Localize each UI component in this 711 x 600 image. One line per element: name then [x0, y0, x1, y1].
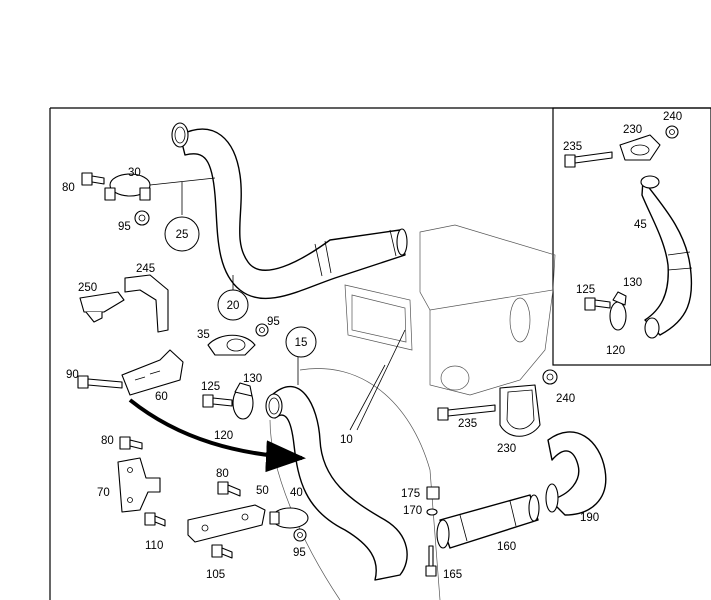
clamp-170 [426, 508, 438, 516]
exhaust-pipe-25 [171, 122, 408, 300]
bracket-70 [117, 457, 161, 513]
label-250: 250 [78, 282, 97, 294]
part-number-labels: 30 80 95 250 245 35 95 90 60 125 130 120… [62, 111, 682, 581]
leader-lines [149, 177, 406, 431]
label-70: 70 [97, 487, 110, 499]
callout-20-label: 20 [227, 300, 240, 312]
bolt-90 [77, 375, 123, 389]
nut-95-lower [293, 528, 307, 542]
holder-35 [207, 334, 256, 356]
label-50: 50 [256, 485, 269, 497]
inset-bolt-235 [564, 151, 613, 168]
inset-label-230: 230 [623, 124, 642, 136]
label-175: 175 [401, 488, 420, 500]
label-165: 165 [443, 569, 462, 581]
label-95-middle: 95 [267, 316, 280, 328]
clamp-130 [232, 382, 254, 420]
engine-outline [269, 224, 556, 600]
bolt-175 [426, 486, 440, 500]
inset-pipe-45 [640, 175, 693, 339]
detail-inset-frame [552, 107, 711, 366]
inset-clamp-130 [609, 291, 627, 331]
exhaust-pipe-15 [265, 386, 408, 581]
label-80-lower: 80 [216, 468, 229, 480]
label-95-upper: 95 [118, 221, 131, 233]
label-160: 160 [497, 541, 516, 553]
inset-label-45: 45 [634, 219, 647, 231]
inset-bolt-125 [584, 297, 611, 311]
clamp-30 [104, 173, 151, 201]
pipe-sleeve-160 [436, 494, 540, 549]
bolt-110 [144, 512, 166, 527]
clamp-40 [269, 507, 309, 529]
bracket-60 [121, 349, 184, 396]
label-60: 60 [155, 391, 168, 403]
bolt-235 [437, 404, 496, 421]
label-95-lower: 95 [293, 547, 306, 559]
label-235: 235 [458, 418, 477, 430]
label-90: 90 [66, 369, 79, 381]
nut-240 [542, 369, 558, 385]
bolt-125 [202, 394, 233, 408]
callout-25-label: 25 [176, 229, 189, 241]
inset-label-235: 235 [563, 141, 582, 153]
bolt-105 [211, 544, 233, 559]
inset-label-125: 125 [576, 284, 595, 296]
clamp-230-large [499, 384, 541, 437]
label-190: 190 [580, 512, 599, 524]
label-40: 40 [290, 487, 303, 499]
bracket-50 [187, 504, 266, 543]
label-80-upper: 80 [62, 182, 75, 194]
inset-nut-240 [665, 125, 679, 139]
inset-label-130: 130 [623, 277, 642, 289]
label-240: 240 [556, 393, 575, 405]
label-10: 10 [340, 434, 353, 446]
label-30: 30 [128, 167, 141, 179]
callout-circle-20: 20 [217, 289, 249, 321]
bolt-165 [425, 545, 437, 577]
bracket-245 [124, 274, 169, 333]
label-35: 35 [197, 329, 210, 341]
bolt-80-upper [81, 172, 105, 186]
label-230: 230 [497, 443, 516, 455]
tailpipe-190 [545, 431, 607, 516]
bolt-80-mid [119, 436, 143, 450]
nut-95-middle [255, 323, 269, 337]
label-110: 110 [145, 540, 163, 552]
callout-15-label: 15 [295, 337, 308, 349]
inset-label-120: 120 [606, 345, 625, 357]
label-80-mid: 80 [101, 435, 114, 447]
label-130: 130 [243, 373, 262, 385]
nut-95-upper [134, 210, 150, 226]
label-120: 120 [214, 430, 233, 442]
inset-clamp-230 [619, 134, 661, 161]
label-245: 245 [136, 263, 155, 275]
bracket-250 [79, 291, 125, 323]
direction-arrow [128, 398, 306, 473]
callout-circle-15: 15 [285, 326, 317, 358]
label-125: 125 [201, 381, 220, 393]
label-170: 170 [403, 505, 422, 517]
bolt-80-lower [217, 481, 241, 497]
inset-label-240: 240 [663, 111, 682, 123]
label-105: 105 [206, 569, 225, 581]
callout-circle-25: 25 [164, 216, 200, 252]
